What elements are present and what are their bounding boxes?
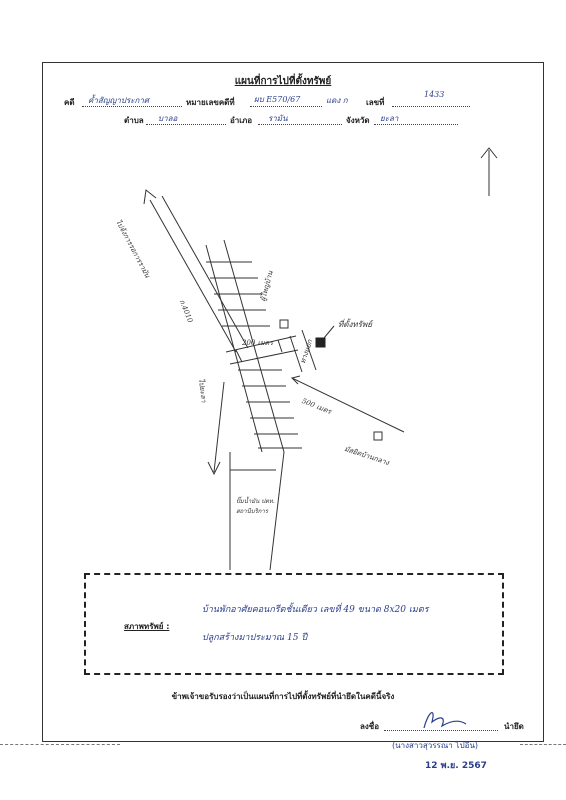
province-label: จังหวัด [346,116,370,125]
district-underline [258,124,342,125]
page-title: แผนที่การไปที่ตั้งทรัพย์ [234,76,332,87]
station-note: สถานีบริการ [236,508,269,515]
stamp-line-right [520,744,566,745]
road-left-edge-2 [161,195,249,349]
subdistrict-label: ตำบล [124,116,144,125]
main-road-left [205,244,263,453]
black-case-underline [250,106,322,107]
road-arrow-head [143,189,157,205]
property-marker [315,337,326,348]
stamp-line-left [0,744,120,745]
dim-tick-right [277,339,283,353]
village-head-marker [279,319,289,329]
gas-station-label: ปั๊มน้ำมัน ปตท. [236,498,275,505]
case-underline [82,106,182,107]
district-label: อำเภอ [230,116,253,125]
main-road-ladder [206,261,302,449]
black-case-value: ผบ E570/67 [254,95,301,104]
province-value: ยะลา [380,114,399,123]
lower-road-right [269,451,285,571]
sign-label: ลงชื่อ [360,722,380,731]
cross-road-top [225,335,297,353]
province-underline [374,124,458,125]
mosque-marker [373,431,383,441]
date-stamp: 12 พ.ย. 2567 [425,761,487,771]
signer-role: นำยึด [504,722,524,731]
road-left-edge [149,199,237,353]
mosque-road-arrow [291,375,301,385]
number-label: เลขที่ [366,98,385,107]
document-frame [42,62,544,742]
condition-box [84,573,504,675]
property-label: ที่ตั้งทรัพย์ [338,320,372,329]
signer-name: (นางสาวสุวรรณา โปอีน) [392,741,479,750]
yala-route-arrow [207,461,221,476]
number-underline [392,106,470,107]
signature-line [384,730,498,731]
black-case-label: หมายเลขคดีที่ [186,98,235,107]
condition-line-2: ปลูกสร้างมาประมาณ 15 ปี [202,633,308,643]
subdistrict-underline [146,124,226,125]
red-case-note: แดง ก [326,96,348,105]
side-road-left [289,335,303,373]
north-arrow-head [480,147,498,159]
condition-label: สภาพทรัพย์ : [124,622,170,631]
condition-line-1: บ้านพักอาศัยคอนกรีตชั้นเดียว เลขที่ 49 ข… [202,605,429,615]
dim-tick-left [235,349,243,363]
certification-text: ข้าพเจ้าขอรับรองว่าเป็นแผนที่การไปที่ตั้… [171,692,395,701]
number-value: 1433 [424,90,445,99]
distance-top: 200 เมตร [242,339,273,347]
property-pointer [323,325,335,339]
district-value: รามัน [268,114,288,123]
yala-route-line [213,381,225,473]
case-value: ค้ำสัญญาประกาศ [88,96,149,105]
side-road-right [301,329,317,371]
case-label: คดี [64,98,75,107]
subdistrict-value: บาลอ [158,114,178,123]
mosque-road [291,377,405,433]
